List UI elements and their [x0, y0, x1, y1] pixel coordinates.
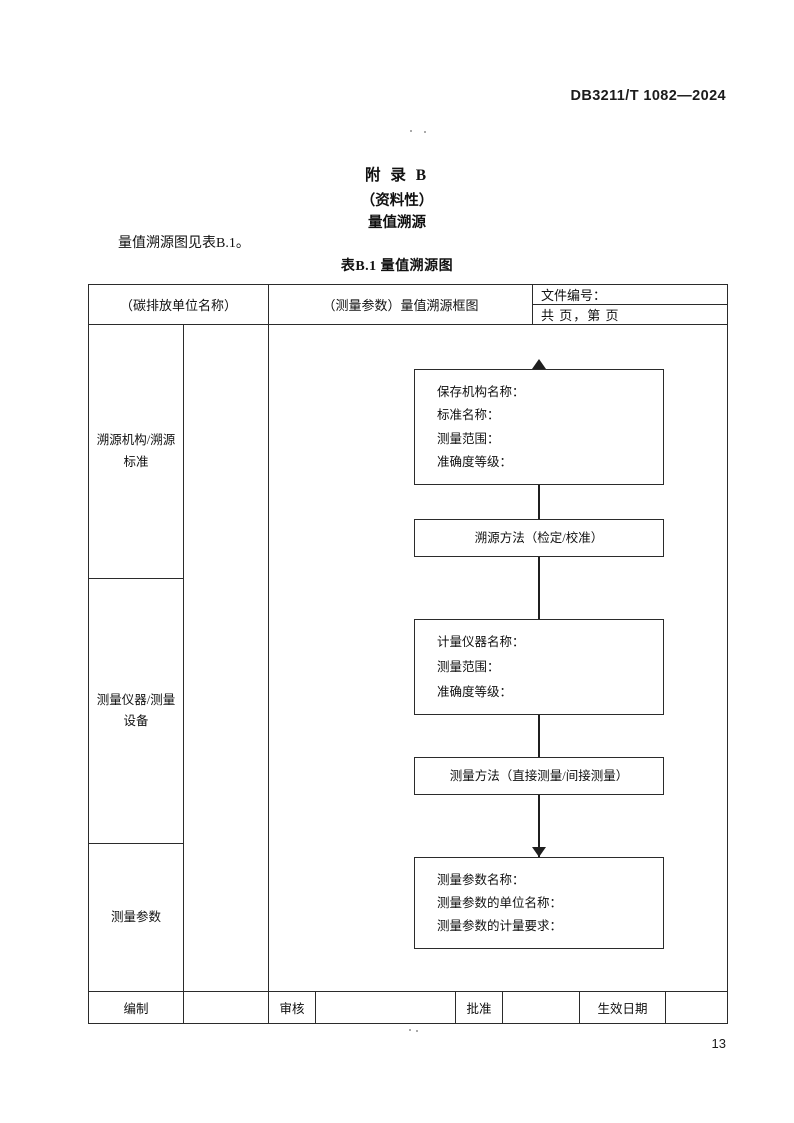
- page-number: 13: [711, 1036, 726, 1051]
- scan-speck: [424, 131, 426, 133]
- flowbox-traceability-method: 溯源方法（检定/校准）: [414, 519, 664, 557]
- footer-label-prepared: 编制: [89, 992, 184, 1023]
- header-cell-document-info: 文件编号： 共 页，第 页: [533, 285, 727, 324]
- scan-speck: [409, 1029, 411, 1031]
- standard-accuracy-label: 准确度等级：: [437, 455, 513, 470]
- standard-keeper-name-label: 保存机构名称：: [437, 384, 525, 399]
- header-cell-diagram-title: （测量参数）量值溯源框图: [269, 285, 533, 324]
- annex-title: 附 录 B: [364, 167, 430, 184]
- stage-label-measuring-instrument: 测量仪器/测量设备: [89, 579, 183, 844]
- footer-value-reviewed[interactable]: [316, 992, 456, 1023]
- instrument-range-label: 测量范围：: [437, 659, 500, 674]
- table-body: 溯源机构/溯源标准 测量仪器/测量设备 测量参数 保存机构名称： 标准名称： 测…: [89, 325, 727, 991]
- stage-label-measurement-parameter: 测量参数: [110, 909, 161, 924]
- connector-instrument-to-method: [538, 557, 541, 619]
- scan-speck: [416, 1030, 418, 1032]
- annex-subtitle: （资料性）: [360, 193, 434, 209]
- body-paragraph: 量值溯源图见表B.1。: [118, 236, 250, 251]
- flowbox-measurement-method: 测量方法（直接测量/间接测量）: [414, 757, 664, 795]
- traceability-method-label: 溯源方法（检定/校准）: [474, 531, 604, 545]
- header-cell-unit-name: （碳排放单位名称）: [89, 285, 269, 324]
- footer-value-approved[interactable]: [503, 992, 580, 1023]
- connector-method-to-standard: [538, 485, 541, 519]
- footer-label-approved: 批准: [456, 992, 503, 1023]
- arrow-down-icon: [532, 847, 546, 857]
- footer-label-effective-date: 生效日期: [580, 992, 666, 1023]
- connector-measure-to-parameter: [538, 795, 541, 857]
- stage-label-traceability-standard: 溯源机构/溯源标准: [89, 325, 183, 579]
- standard-range-label: 测量范围：: [437, 431, 500, 446]
- footer-value-prepared[interactable]: [184, 992, 269, 1023]
- parameter-requirement-label: 测量参数的计量要求：: [437, 919, 563, 934]
- flowbox-parameter-info: 测量参数名称： 测量参数的单位名称： 测量参数的计量要求：: [414, 857, 664, 949]
- table-footer-row: 编制 审核 批准 生效日期: [89, 991, 727, 1023]
- arrow-up-icon: [532, 359, 546, 369]
- instrument-name-label: 计量仪器名称：: [437, 635, 525, 650]
- flowbox-standard-info: 保存机构名称： 标准名称： 测量范围： 准确度等级：: [414, 369, 664, 485]
- document-number-label: 文件编号：: [533, 285, 727, 305]
- standard-name-label: 标准名称：: [437, 408, 500, 423]
- instrument-accuracy-label: 准确度等级：: [437, 684, 513, 699]
- annex-name: 量值溯源: [368, 215, 426, 231]
- parameter-name-label: 测量参数名称：: [437, 872, 525, 887]
- traceability-form-table: （碳排放单位名称） （测量参数）量值溯源框图 文件编号： 共 页，第 页 溯源机…: [88, 284, 728, 1024]
- flowchart-area: 保存机构名称： 标准名称： 测量范围： 准确度等级： 溯源方法（检定/校准） 计…: [269, 325, 727, 991]
- standard-code-header: DB3211/T 1082—2024: [570, 88, 726, 104]
- footer-value-effective-date[interactable]: [666, 992, 727, 1023]
- stage-label-column: 溯源机构/溯源标准 测量仪器/测量设备 测量参数: [89, 325, 184, 991]
- footer-label-reviewed: 审核: [269, 992, 316, 1023]
- page-count-label: 共 页，第 页: [541, 307, 620, 323]
- scan-speck: [410, 130, 412, 132]
- parameter-unit-label: 测量参数的单位名称：: [437, 895, 563, 910]
- flowbox-instrument-info: 计量仪器名称： 测量范围： 准确度等级：: [414, 619, 664, 715]
- connector-instrument-to-measure: [538, 715, 541, 757]
- table-caption: 表B.1 量值溯源图: [340, 259, 454, 274]
- measurement-method-label: 测量方法（直接测量/间接测量）: [449, 769, 629, 783]
- blank-spacer-column: [184, 325, 269, 991]
- table-header-row: （碳排放单位名称） （测量参数）量值溯源框图 文件编号： 共 页，第 页: [89, 285, 727, 325]
